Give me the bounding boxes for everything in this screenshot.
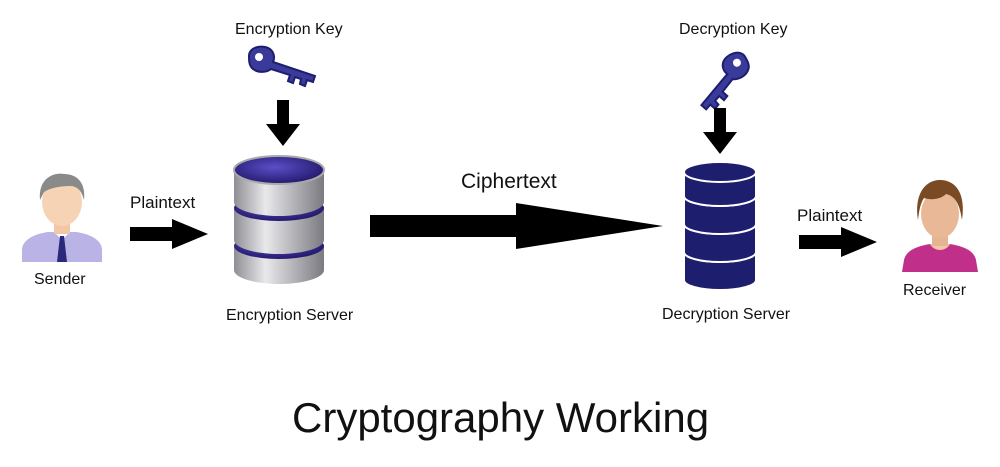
decryption-server-icon (683, 161, 757, 291)
encryption-key-arrow-icon (266, 100, 300, 146)
ciphertext-label: Ciphertext (461, 170, 557, 193)
plaintext-out-label: Plaintext (797, 206, 863, 225)
encryption-server-icon (233, 155, 325, 284)
plaintext-in-arrow-icon (130, 219, 208, 249)
diagram-title: Cryptography Working (292, 394, 710, 441)
encryption-key-icon (247, 45, 317, 88)
receiver-person-icon (902, 180, 978, 272)
encryption-key-label: Encryption Key (235, 21, 343, 38)
decryption-key-icon (700, 51, 750, 111)
sender-label: Sender (34, 271, 86, 288)
decryption-key-label: Decryption Key (679, 21, 788, 38)
decryption-server-label: Decryption Server (662, 306, 791, 323)
sender-person-icon (22, 173, 102, 262)
plaintext-out-arrow-icon (799, 227, 877, 257)
decryption-key-arrow-icon (703, 108, 737, 154)
encryption-server-label: Encryption Server (226, 307, 354, 324)
receiver-label: Receiver (903, 282, 967, 299)
ciphertext-arrow-icon (370, 203, 663, 249)
plaintext-in-label: Plaintext (130, 193, 196, 212)
